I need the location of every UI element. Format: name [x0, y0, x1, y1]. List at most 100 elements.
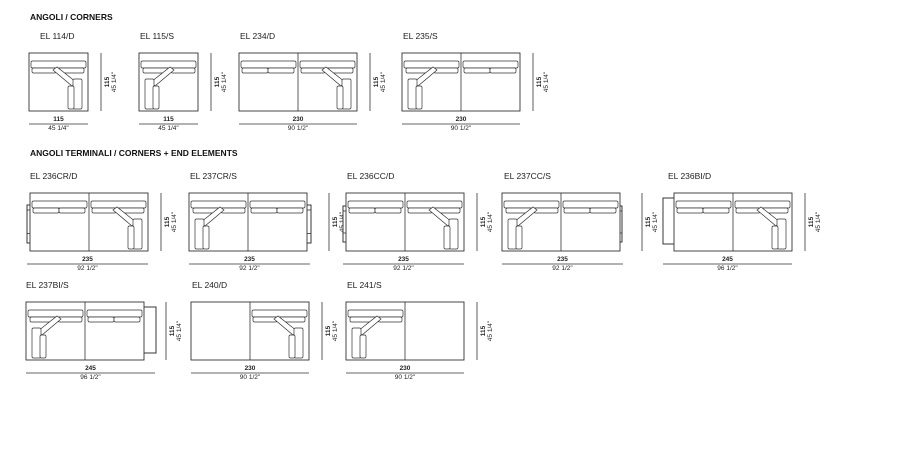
seat-cushion [57, 316, 83, 323]
width-inches: 90 1/2" [395, 374, 416, 381]
chaise-seat-cushion [336, 85, 344, 110]
depth-cm: 115 [164, 216, 171, 227]
seat-cushion [676, 207, 704, 214]
width-inches: 90 1/2" [288, 125, 309, 132]
depth-cm: 115 [214, 76, 221, 87]
width-cm: 235 [398, 256, 409, 263]
back-cushion [462, 60, 519, 69]
width-inches: 92 1/2" [552, 265, 573, 272]
width-cm: 235 [82, 256, 93, 263]
seat-cushion [463, 67, 491, 74]
chaise-seat-cushion [202, 225, 210, 250]
width-inches: 92 1/2" [77, 265, 98, 272]
seat-cushion [220, 207, 246, 214]
product-code: EL 241/S [347, 280, 382, 290]
depth-cm: 115 [332, 216, 339, 227]
depth-inches: 45 1/4" [111, 71, 118, 92]
seat-cushion [87, 316, 115, 323]
depth-cm: 115 [536, 76, 543, 87]
chaise-seat-cushion [127, 225, 135, 250]
chaise-seat-cushion [443, 225, 451, 250]
seat-cushion [489, 67, 517, 74]
product-code: EL 114/D [40, 31, 75, 41]
product-code: EL 237CC/S [504, 171, 551, 181]
back-cushion [347, 200, 404, 209]
product-code: EL 115/S [140, 31, 174, 41]
product-code: EL 234/D [240, 31, 275, 41]
seat-cushion [252, 316, 278, 323]
seat-cushion [276, 207, 304, 214]
width-cm: 115 [163, 116, 174, 123]
width-inches: 90 1/2" [240, 374, 261, 381]
back-cushion [249, 200, 306, 209]
width-inches: 45 1/4" [48, 125, 69, 132]
seat-cushion [533, 207, 559, 214]
back-cushion [734, 200, 791, 209]
back-cushion [190, 200, 247, 209]
width-cm: 230 [400, 365, 411, 372]
chaise-seat-cushion [288, 334, 296, 359]
back-cushion [347, 309, 404, 318]
seat-cushion [348, 207, 376, 214]
width-inches: 96 1/2" [717, 265, 738, 272]
chaise-seat-cushion [152, 85, 160, 110]
depth-cm: 115 [645, 216, 652, 227]
product-code: EL 236CC/D [347, 171, 394, 181]
back-cushion [406, 200, 463, 209]
back-cushion [140, 60, 197, 69]
depth-inches: 45 1/4" [380, 71, 387, 92]
depth-cm: 115 [169, 325, 176, 336]
back-cushion [503, 200, 560, 209]
back-cushion [31, 200, 88, 209]
seat-cushion [563, 207, 591, 214]
product-code: EL 240/D [192, 280, 227, 290]
seat-cushion [374, 207, 402, 214]
depth-inches: 45 1/4" [176, 320, 183, 341]
back-cushion [86, 309, 143, 318]
width-inches: 45 1/4" [158, 125, 179, 132]
width-cm: 230 [245, 365, 256, 372]
seat-cushion [267, 67, 295, 74]
width-cm: 230 [293, 116, 304, 123]
depth-cm: 115 [480, 325, 487, 336]
back-cushion [30, 60, 87, 69]
depth-cm: 115 [480, 216, 487, 227]
depth-cm: 115 [325, 325, 332, 336]
depth-inches: 45 1/4" [543, 71, 550, 92]
depth-cm: 115 [808, 216, 815, 227]
back-cushion [27, 309, 84, 318]
product-code: EL 235/S [403, 31, 438, 41]
back-cushion [403, 60, 460, 69]
seat-cushion [377, 316, 403, 323]
seat-cushion [250, 207, 278, 214]
product-code: EL 237CR/S [190, 171, 237, 181]
seat-cushion [58, 207, 86, 214]
seat-cushion [32, 207, 60, 214]
depth-inches: 45 1/4" [815, 211, 822, 232]
product-code: EL 237BI/S [26, 280, 69, 290]
width-inches: 92 1/2" [393, 265, 414, 272]
back-cushion [675, 200, 732, 209]
seat-cushion [241, 67, 269, 74]
depth-cm: 115 [373, 76, 380, 87]
back-cushion [251, 309, 308, 318]
seat-cushion [589, 207, 617, 214]
seat-cushion [113, 316, 141, 323]
width-cm: 235 [557, 256, 568, 263]
chaise-seat-cushion [359, 334, 367, 359]
depth-inches: 45 1/4" [487, 211, 494, 232]
seat-cushion [170, 67, 196, 74]
back-cushion [562, 200, 619, 209]
width-cm: 245 [85, 365, 96, 372]
depth-inches: 45 1/4" [171, 211, 178, 232]
depth-inches: 45 1/4" [339, 211, 346, 232]
